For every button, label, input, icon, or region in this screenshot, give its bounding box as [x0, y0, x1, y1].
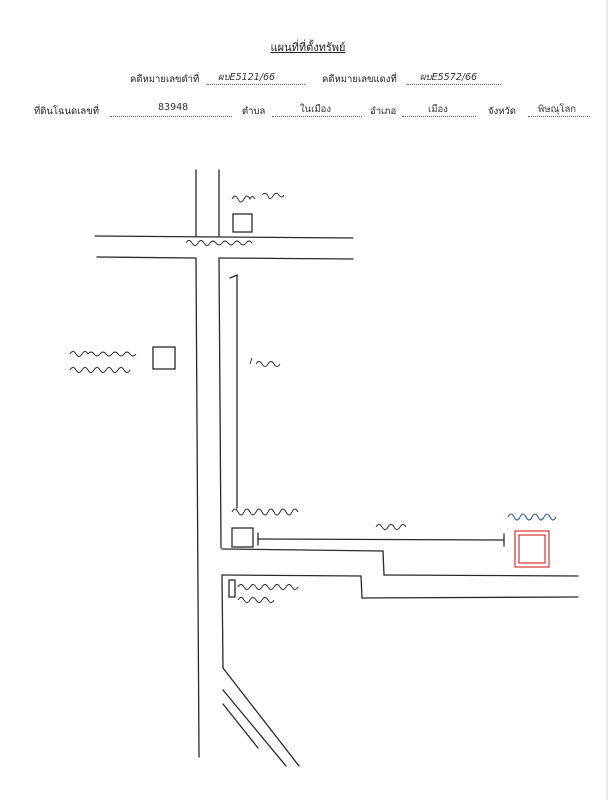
landmark-box-north	[232, 213, 253, 233]
distance-marker-1km	[229, 274, 238, 509]
diagonal-road-edge-1	[222, 667, 300, 767]
case-red-label: คดีหมายเลขแดงที่	[322, 74, 397, 85]
landmark-box-west	[152, 346, 176, 370]
landmark-box-shop	[231, 527, 254, 548]
scan-edge	[606, 0, 608, 800]
side-road-south-edge-c	[361, 596, 579, 599]
tambon-dotted-line	[272, 116, 362, 117]
deed-value: 83948	[158, 102, 189, 113]
handwriting-west-landmark-1	[69, 351, 137, 357]
crossroad-south-edge-east	[218, 257, 354, 260]
distance-marker-300m	[257, 538, 505, 541]
property-marker-outer	[514, 530, 550, 568]
case-black-value: ผบE5121/66	[218, 72, 276, 83]
case-black-dotted-line	[207, 84, 305, 85]
side-road-north-edge-c	[383, 574, 579, 577]
handwriting-300m	[375, 524, 407, 530]
province-label: จังหวัด	[488, 106, 516, 117]
handwriting-shop	[231, 508, 299, 516]
case-red-dotted-line	[407, 84, 501, 85]
main-road-east-edge-mid	[218, 257, 222, 549]
amphoe-dotted-line	[402, 116, 476, 117]
side-road-north-edge-a	[221, 548, 384, 552]
province-dotted-line	[528, 116, 590, 117]
amphoe-label: อำเภอ	[370, 106, 397, 117]
crossroad-south-edge-west	[96, 256, 197, 259]
handwriting-south-landmark-2	[237, 597, 275, 603]
handwriting-north-landmark	[231, 192, 285, 203]
handwriting-junction-name	[185, 240, 253, 246]
side-road-south-edge-a	[221, 574, 362, 577]
crossroad-north-edge	[94, 235, 354, 239]
property-marker-inner	[518, 534, 546, 564]
diagonal-road-edge-2	[222, 689, 287, 767]
province-value: พิษณุโลก	[538, 104, 577, 115]
tambon-label: ตำบล	[242, 106, 266, 117]
handwriting-south-landmark-1	[237, 584, 299, 590]
handwriting-property-label	[507, 513, 557, 521]
deed-label: ที่ดินโฉนดเลขที่	[34, 106, 99, 117]
tambon-value: ในเมือง	[300, 104, 331, 115]
case-black-label: คดีหมายเลขดำที่	[130, 74, 200, 85]
case-red-value: ผบE5572/66	[420, 72, 478, 83]
main-road-west-edge-lower	[195, 257, 200, 758]
main-road-east-edge-low	[221, 574, 224, 669]
diagonal-road-edge-3	[222, 703, 259, 749]
side-road-south-edge-b	[360, 575, 363, 599]
handwriting-1km	[249, 357, 281, 367]
handwriting-west-landmark-2	[69, 367, 131, 373]
side-road-north-edge-b	[382, 550, 385, 576]
deed-dotted-line	[110, 116, 232, 117]
page-title: แผนที่ที่ตั้งทรัพย์	[270, 41, 346, 54]
landmark-box-south	[228, 579, 236, 598]
amphoe-value: เมือง	[428, 104, 448, 115]
